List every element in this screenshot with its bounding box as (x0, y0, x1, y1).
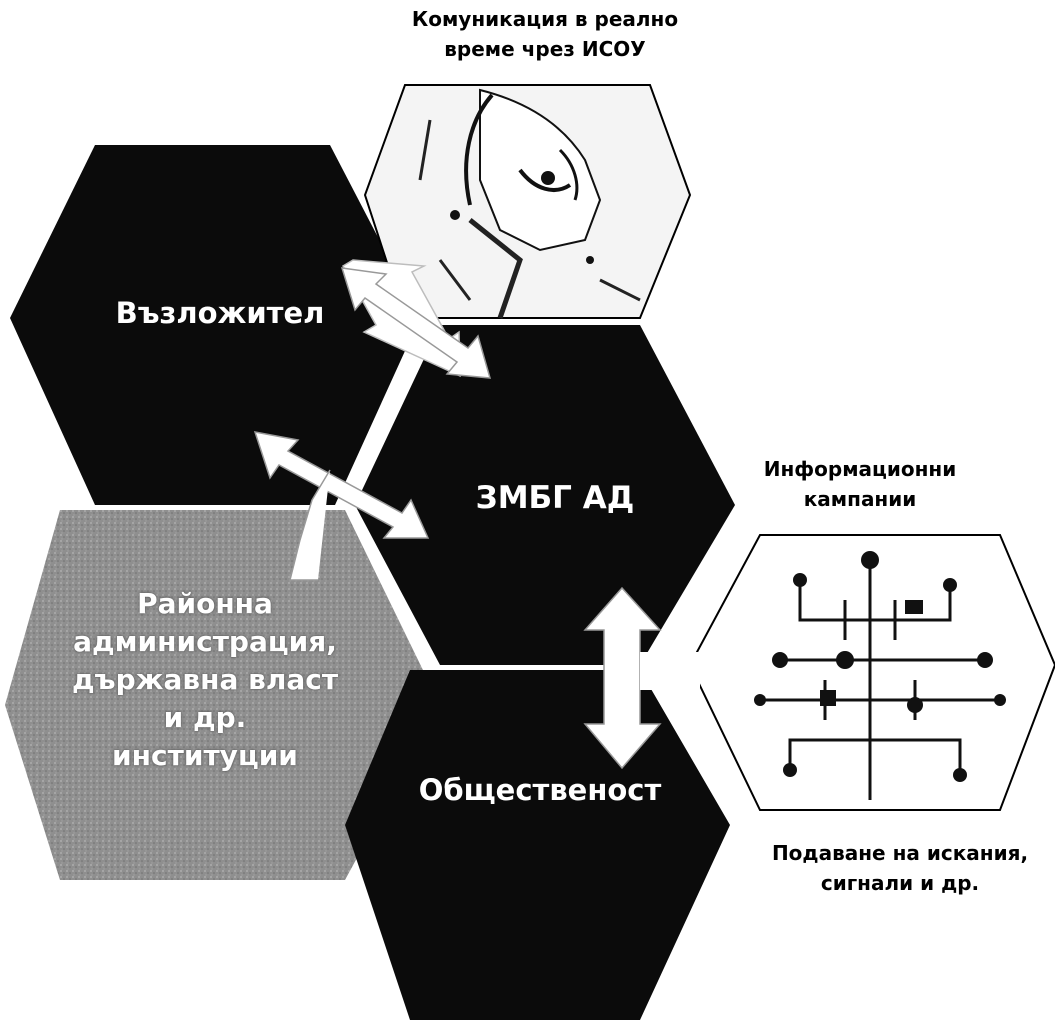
double-arrow-vertical (583, 586, 662, 770)
hexagon-obshtestvenost (345, 670, 730, 1020)
caption-right-line-1: Информационни (763, 457, 957, 481)
caption-right: Информационни кампании (735, 454, 985, 514)
connector-right (640, 652, 700, 690)
label-rayonna-line-3: държавна власт (71, 663, 339, 696)
label-rayonna-line-2: администрация, (73, 625, 337, 658)
label-rayonna: Районна администрация, държавна власт и … (20, 585, 390, 775)
label-obshtestvenost: Общественост (418, 773, 662, 807)
hexagon-right-image (688, 534, 1055, 811)
caption-top-line-1: Комуникация в реално (411, 7, 679, 31)
caption-top-line-2: време чрез ИСОУ (444, 37, 646, 61)
hexagon-top-image (363, 84, 692, 319)
caption-top: Комуникация в реално време чрез ИСОУ (380, 4, 710, 64)
hexagon-rayonna (5, 510, 440, 880)
double-arrow-lower (253, 431, 430, 581)
caption-right-line-2: кампании (803, 487, 917, 511)
person-headset-icon (418, 88, 641, 319)
hexagon-zmbg (355, 325, 735, 665)
label-vazlozhitel: Възложител (115, 296, 325, 330)
caption-bottom-line-2: сигнали и др. (820, 871, 980, 895)
caption-bottom: Подаване на искания, сигнали и др. (745, 838, 1055, 898)
label-rayonna-line-5: институции (112, 739, 298, 772)
label-rayonna-line-4: и др. (163, 701, 247, 734)
hexagon-vazlozhitel (10, 145, 420, 505)
label-rayonna-line-1: Районна (137, 587, 273, 620)
label-zmbg: ЗМБГ АД (475, 480, 635, 516)
caption-bottom-line-1: Подаване на искания, (771, 841, 1029, 865)
double-arrow-upper-shape (340, 267, 492, 379)
